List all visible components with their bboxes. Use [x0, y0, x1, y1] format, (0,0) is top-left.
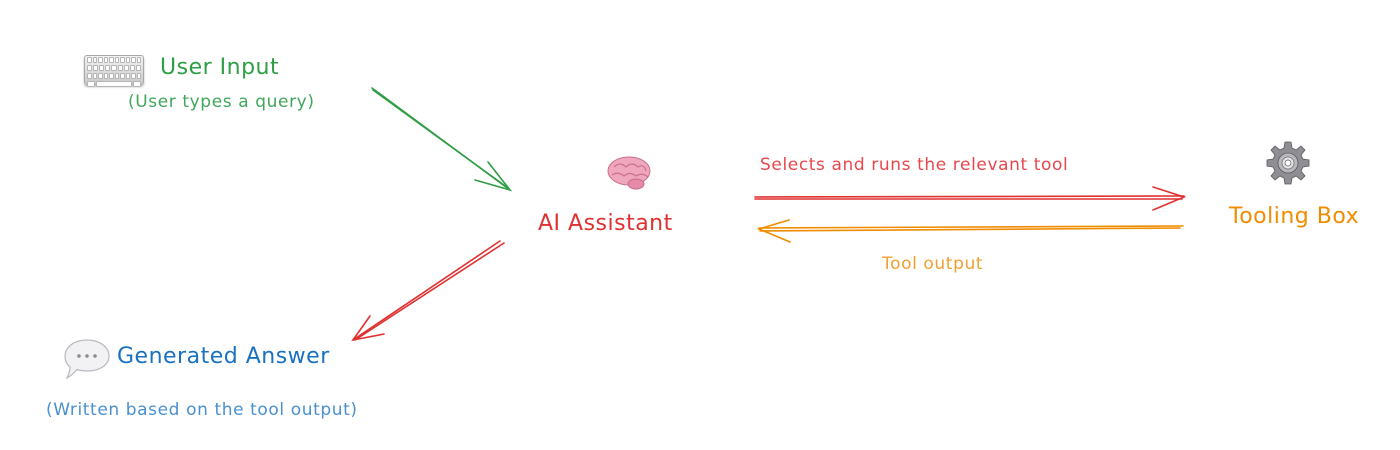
ai-assistant-title: AI Assistant [538, 211, 673, 236]
keyboard-icon [84, 55, 144, 87]
user-input-subtitle: (User types a query) [128, 92, 315, 112]
edge-label-selects-tool: Selects and runs the relevant tool [760, 155, 1069, 175]
arrow-assistant-to-answer [351, 240, 505, 342]
tooling-box-title: Tooling Box [1229, 204, 1360, 229]
generated-answer-title: Generated Answer [117, 344, 330, 369]
brain-icon [607, 156, 651, 190]
generated-answer-subtitle: (Written based on the tool output) [46, 400, 358, 420]
edge-label-tool-output: Tool output [882, 254, 984, 274]
gear-icon [1266, 141, 1310, 185]
speech-bubble-icon [64, 339, 110, 380]
arrow-input-to-assistant [371, 87, 513, 192]
arrow-tools-to-assistant [756, 219, 1184, 243]
arrow-assistant-to-tools [754, 186, 1187, 211]
user-input-title: User Input [160, 55, 280, 80]
